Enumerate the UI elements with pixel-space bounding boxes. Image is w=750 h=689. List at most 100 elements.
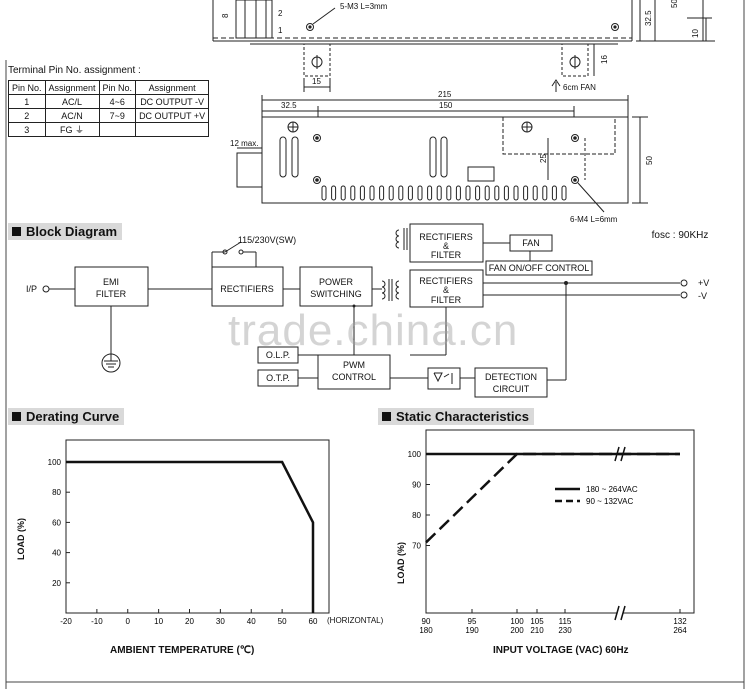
detection-line2: CIRCUIT <box>493 384 530 394</box>
table-cell: DC OUTPUT -V <box>135 94 210 109</box>
vent-slot <box>542 185 548 201</box>
vent-slot <box>398 185 404 201</box>
fan-box-label: FAN <box>522 238 540 248</box>
legend-label: 90 ~ 132VAC <box>586 497 633 506</box>
x-tick-label: 40 <box>247 617 256 626</box>
x-tick-label: 60 <box>309 617 318 626</box>
fosc-label: fosc : 90KHz <box>652 230 709 241</box>
dim-50: 50 <box>645 156 654 165</box>
fan-label: 6cm FAN <box>563 83 596 92</box>
axis-break-icon <box>614 605 626 621</box>
y-tick-label: 20 <box>52 579 61 588</box>
vent-slot <box>379 185 385 201</box>
screw-bottom-label: 6-M4 L=6mm <box>570 215 618 224</box>
x-tick-label: 0 <box>126 617 131 626</box>
ip-label: I/P <box>26 284 37 294</box>
derating-series-line <box>66 460 315 613</box>
vent-slot <box>436 185 442 201</box>
table-row: 1 AC/L 4~6 DC OUTPUT -V <box>8 94 210 109</box>
vent-slot <box>369 185 375 201</box>
table-cell: AC/L <box>44 94 100 109</box>
terminal-title: Terminal Pin No. assignment : <box>8 65 141 76</box>
dim-16: 16 <box>600 55 609 64</box>
x-tick-label-secondary: 180 <box>419 626 433 635</box>
table-cell: 2 <box>8 108 46 123</box>
y-tick-label: 80 <box>52 488 61 497</box>
table-row: 2 AC/N 7~9 DC OUTPUT +V <box>8 108 210 123</box>
table-cell: DC OUTPUT +V <box>135 108 210 123</box>
vent-slot <box>532 185 538 201</box>
screw-top-label: 5-M3 L=3mm <box>340 2 388 11</box>
y-tick-label: 100 <box>408 450 422 459</box>
table-cell: 4~6 <box>98 94 137 109</box>
rect3-line1: RECTIFIERS <box>419 276 473 286</box>
x-tick-label: 30 <box>216 617 225 626</box>
x-tick-label: 105 <box>530 617 544 626</box>
vent-slot <box>475 185 481 201</box>
emi-line1: EMI <box>103 277 119 287</box>
derating-ylabel: LOAD (%) <box>16 518 26 560</box>
dim-150: 150 <box>439 101 453 110</box>
table-row: 3 FG ⏚ <box>8 122 210 137</box>
fan-control-label: FAN ON/OFF CONTROL <box>489 263 590 273</box>
switch-label: 115/230V(SW) <box>238 235 296 245</box>
detection-line1: DETECTION <box>485 372 537 382</box>
dim-32-5: 32.5 <box>281 101 297 110</box>
dim-25: 25 <box>539 154 548 163</box>
y-tick-label: 70 <box>412 542 421 551</box>
table-cell <box>135 122 210 137</box>
table-cell: 7~9 <box>98 108 137 123</box>
rect3-line2: & <box>443 285 449 295</box>
table-header: Assignment <box>135 80 210 95</box>
static-xlabel: INPUT VOLTAGE (VAC) 60Hz <box>493 645 629 656</box>
derating-heading: Derating Curve <box>8 408 125 425</box>
x-tick-label-secondary: 200 <box>510 626 524 635</box>
pwm-line1: PWM <box>343 360 365 370</box>
vent-slot <box>350 185 356 201</box>
vent-slot <box>561 185 567 201</box>
static-heading: Static Characteristics <box>378 408 534 425</box>
table-cell <box>98 122 137 137</box>
rectifiers-1-label: RECTIFIERS <box>220 284 274 294</box>
vent-slot <box>427 185 433 201</box>
rect3-line3: FILTER <box>431 295 462 305</box>
terminal-pin-table: Pin No. Assignment Pin No. Assignment 1 … <box>8 80 210 137</box>
rect2-line3: FILTER <box>431 250 462 260</box>
x-tick-label-secondary: 230 <box>558 626 572 635</box>
x-tick-label: 115 <box>559 617 572 626</box>
term-label-8: 8 <box>221 13 230 18</box>
axis-break-gap <box>617 605 623 621</box>
x-tick-label: 100 <box>510 617 524 626</box>
x-tick-label-secondary: 190 <box>465 626 479 635</box>
static-plot-area <box>425 429 695 614</box>
y-tick-label: 80 <box>412 511 421 520</box>
max-12-label: 12 max. <box>230 139 258 148</box>
dim-10: 10 <box>691 29 700 38</box>
block-diagram-heading: Block Diagram <box>8 223 123 240</box>
table-cell: 1 <box>8 94 46 109</box>
term-label-1: 1 <box>278 26 283 35</box>
power-switching-line1: POWER <box>319 277 354 287</box>
rect2-line1: RECTIFIERS <box>419 232 473 242</box>
watermark-text: trade.china.cn <box>228 306 519 355</box>
table-header: Pin No. <box>8 80 46 95</box>
series-90-132-line <box>425 452 680 544</box>
square-bullet-icon <box>12 227 21 236</box>
y-tick-label: 40 <box>52 549 61 558</box>
vent-slot <box>551 185 557 201</box>
x-tick-label: -10 <box>91 617 103 626</box>
x-tick-label: -20 <box>60 617 72 626</box>
table-cell: FG ⏚ <box>44 122 100 137</box>
x-tick-label-secondary: 264 <box>673 626 687 635</box>
plus-v-label: +V <box>698 278 709 288</box>
square-bullet-icon <box>12 412 21 421</box>
emi-line2: FILTER <box>96 289 127 299</box>
derating-plot-area <box>65 439 330 614</box>
x-tick-label-secondary: 210 <box>530 626 544 635</box>
x-tick-label: 95 <box>468 617 477 626</box>
y-tick-label: 90 <box>412 481 421 490</box>
table-header: Pin No. <box>98 80 137 95</box>
dim-15: 15 <box>312 77 321 86</box>
vent-slot <box>331 185 337 201</box>
